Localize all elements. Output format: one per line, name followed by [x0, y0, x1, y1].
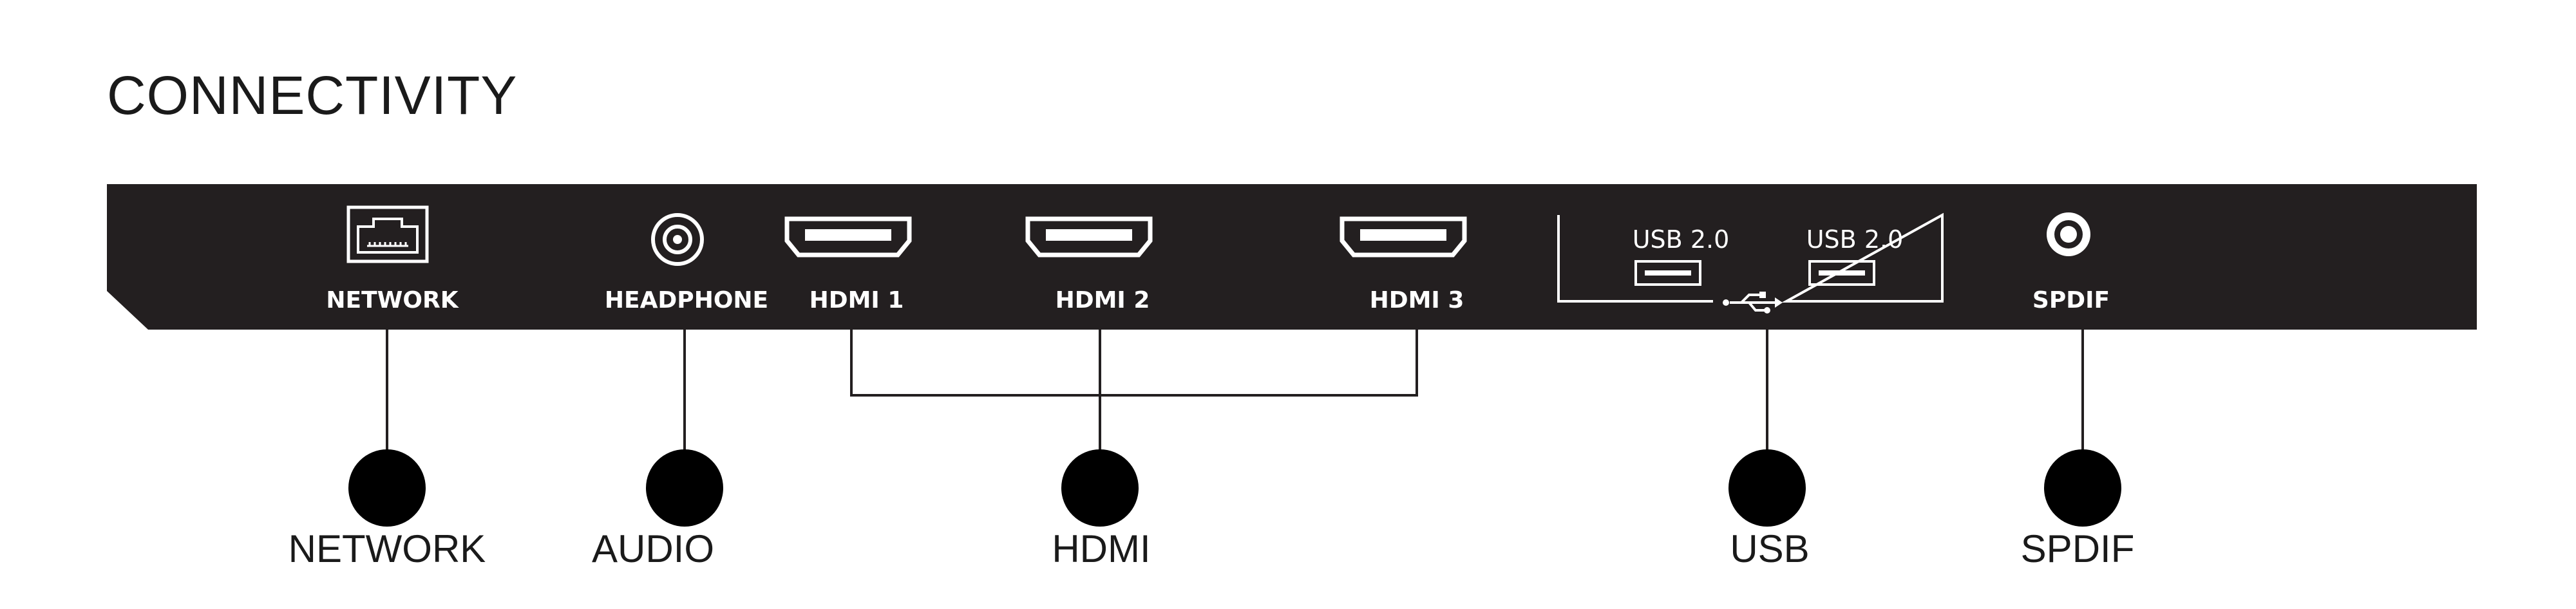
- category-label-usb: USB: [1730, 527, 1810, 570]
- usb-symbol-icon: [1723, 292, 1783, 314]
- port-label-hdmi-2: HDMI 2: [1055, 287, 1150, 314]
- category-dot-usb: [1728, 449, 1806, 527]
- headphone-jack-icon: [651, 213, 704, 266]
- category-label-hdmi: HDMI: [1052, 527, 1151, 570]
- rear-panel: [107, 184, 2477, 330]
- port-label-hdmi-3: HDMI 3: [1369, 287, 1464, 314]
- port-label-network: NETWORK: [326, 287, 459, 314]
- hdmi-port-icon: [1025, 216, 1153, 258]
- connector-lines: [386, 315, 2084, 458]
- port-label-spdif: SPDIF: [2032, 287, 2110, 314]
- usb-port-label-1: USB 2.0: [1632, 225, 1730, 254]
- usb-port-label-2: USB 2.0: [1806, 225, 1904, 254]
- usb-group-frame: [1557, 212, 1944, 303]
- hdmi-port-icon: [1340, 216, 1467, 258]
- page-title: CONNECTIVITY: [107, 65, 518, 126]
- category-dot-audio: [646, 449, 723, 527]
- hdmi-port-icon: [784, 216, 912, 258]
- port-label-hdmi-1: HDMI 1: [809, 287, 904, 314]
- category-label-audio: AUDIO: [591, 527, 715, 570]
- category-label-network: NETWORK: [288, 527, 486, 570]
- category-dot-hdmi: [1061, 449, 1139, 527]
- port-label-headphone: HEADPHONE: [604, 287, 769, 314]
- category-dot-spdif: [2044, 449, 2121, 527]
- category-label-spdif: SPDIF: [2020, 527, 2135, 570]
- ethernet-port-icon: [346, 205, 429, 263]
- coaxial-port-icon: [2047, 212, 2090, 256]
- category-dot-network: [348, 449, 426, 527]
